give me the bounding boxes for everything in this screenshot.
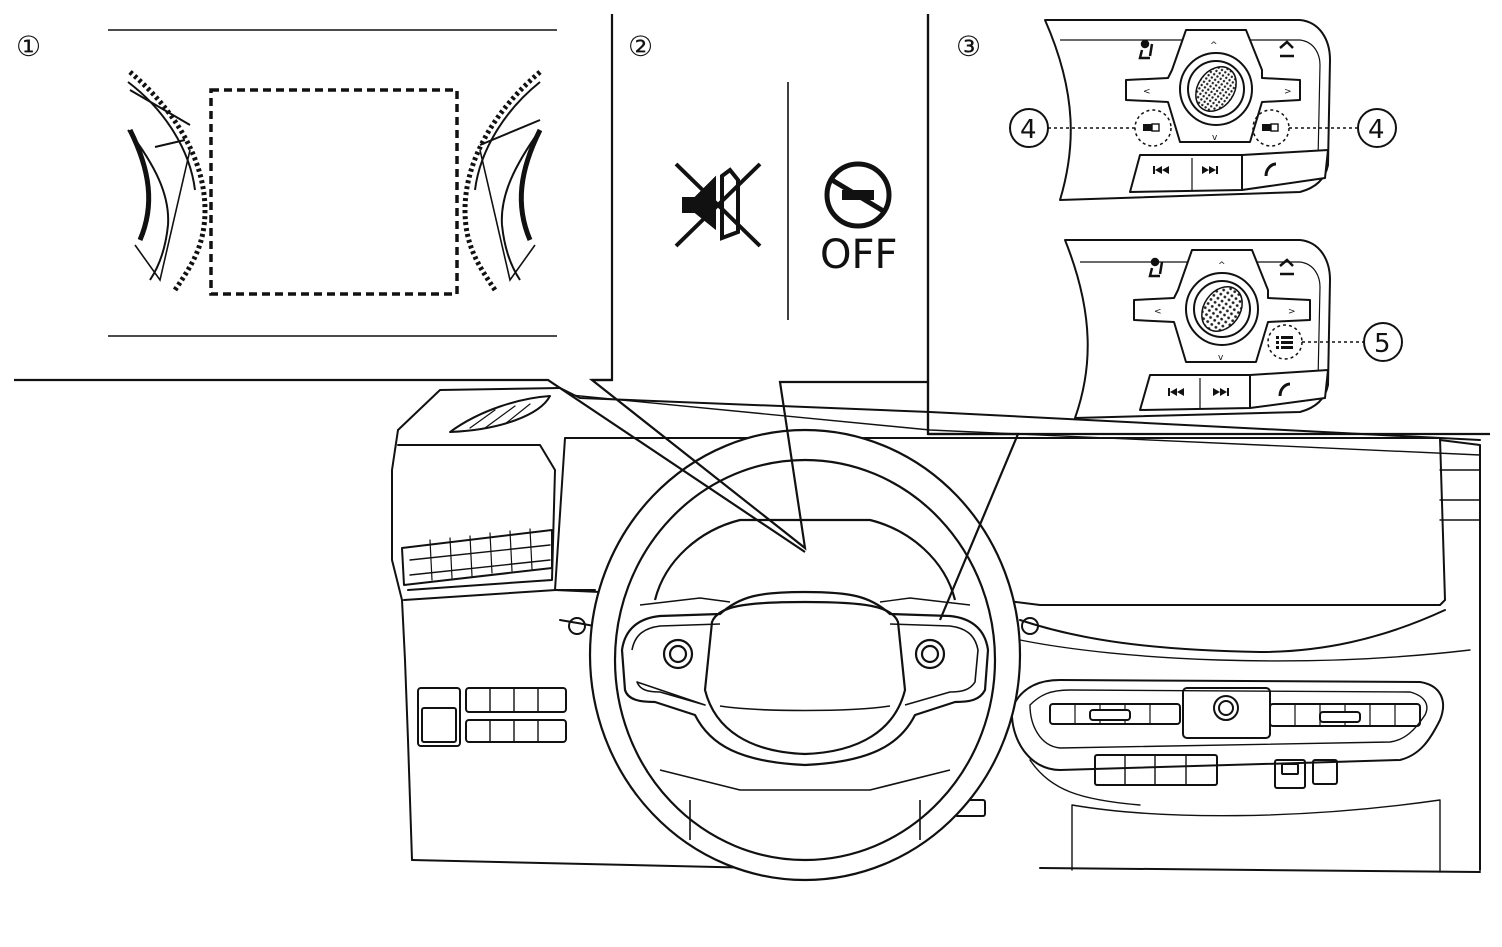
voice-icon-2[interactable]	[1148, 257, 1164, 278]
back-icon[interactable]	[1279, 40, 1294, 58]
right-gauge	[462, 70, 543, 292]
panel-2-indicators: ② OFF	[628, 30, 898, 320]
lane-assist-off-icon: OFF	[820, 161, 898, 278]
label-4-left: 4	[1020, 115, 1037, 145]
callout-number-1: ①	[16, 30, 41, 63]
right-button-2[interactable]: >	[1288, 307, 1296, 317]
label-5: 5	[1374, 329, 1391, 359]
down-button-2[interactable]: v	[1218, 353, 1224, 363]
label-4-right: 4	[1368, 115, 1385, 145]
left-button-2[interactable]: <	[1154, 307, 1162, 317]
callout-number-2: ②	[628, 30, 653, 63]
down-button[interactable]: v	[1212, 133, 1218, 143]
panel-1-instrument-cluster: ①	[16, 29, 557, 337]
next-track-icon-2[interactable]	[1213, 388, 1229, 396]
menu-list-icon	[1276, 336, 1293, 349]
left-air-vent	[401, 528, 553, 586]
steering-wheel	[588, 428, 1022, 882]
up-button[interactable]: ^	[1210, 41, 1218, 51]
defrost-vent	[449, 395, 551, 433]
next-track-icon[interactable]	[1202, 166, 1218, 174]
switch-assembly-top	[1044, 19, 1331, 201]
prev-track-icon[interactable]	[1153, 166, 1169, 174]
display-area-dashed-box	[209, 88, 459, 296]
mute-speaker-icon	[674, 162, 762, 248]
left-gauge	[127, 70, 208, 292]
phone-icon[interactable]	[1264, 162, 1277, 177]
back-icon-2[interactable]	[1279, 258, 1294, 276]
off-label: OFF	[820, 232, 898, 278]
up-button-2[interactable]: ^	[1218, 261, 1226, 271]
callout-lines	[14, 14, 1490, 621]
left-button[interactable]: <	[1143, 87, 1151, 97]
callout-number-3: ③	[956, 30, 981, 63]
phone-icon-2[interactable]	[1278, 382, 1291, 397]
steering-hub	[620, 590, 990, 767]
panel-3-steering-switches: ③ ^ v < >	[956, 19, 1403, 419]
switch-assembly-bottom	[1064, 239, 1331, 419]
center-console	[1010, 679, 1445, 873]
prev-track-icon-2[interactable]	[1168, 388, 1184, 396]
scroll-dial-bottom	[1201, 286, 1243, 332]
right-button[interactable]: >	[1284, 87, 1292, 97]
scroll-dial-top	[1195, 66, 1237, 112]
left-switch-panel	[417, 687, 567, 747]
voice-icon[interactable]	[1138, 39, 1154, 60]
